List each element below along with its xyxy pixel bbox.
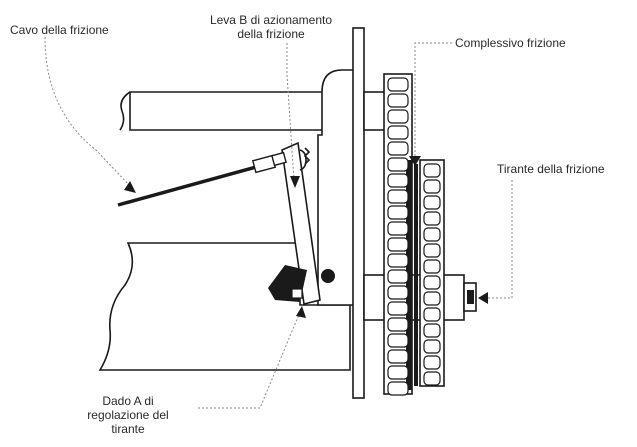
arrow-head-icon (124, 181, 136, 193)
leader-assembly (414, 42, 452, 160)
chain-link (387, 349, 409, 364)
chain-link (423, 243, 441, 258)
lever-b (281, 141, 321, 305)
label-assembly: Complessivo frizione (455, 36, 566, 50)
chain-link (423, 275, 441, 290)
chain-link (387, 93, 409, 108)
label-nut-line1: Dado A di (102, 394, 154, 408)
chain-link (423, 371, 441, 386)
chain-link (423, 323, 441, 338)
label-lever: Leva B di azionamento della frizione (178, 13, 364, 41)
chain-link (387, 285, 409, 300)
chain-link (387, 269, 409, 284)
arrow-head-icon (296, 306, 306, 318)
chain-link (387, 125, 409, 140)
chain-link (387, 333, 409, 348)
chain-link (387, 173, 409, 188)
label-nut-line3: tirante (111, 422, 145, 436)
chain-link (423, 339, 441, 354)
arrow-head-icon (409, 156, 421, 166)
chain-link (387, 141, 409, 156)
label-nut-line2: regolazione del (87, 408, 169, 422)
chain-link (387, 381, 409, 396)
leader-nut (198, 311, 301, 409)
chain-link (423, 195, 441, 210)
chain-link (387, 205, 409, 220)
chain-link (423, 291, 441, 306)
arrow-head-icon (290, 176, 300, 188)
label-lever-line1: Leva B di azionamento (209, 13, 333, 27)
chain-link (387, 253, 409, 268)
chain-link (423, 307, 441, 322)
chain-link (423, 355, 441, 370)
chain-link (387, 237, 409, 252)
chain-links-right (423, 163, 441, 386)
clutch-cable (117, 151, 287, 207)
chain-link (387, 365, 409, 380)
leader-lever (286, 43, 295, 181)
leader-cable (44, 36, 131, 187)
leader-rod (485, 180, 513, 299)
chain-link (387, 77, 409, 92)
chain-link (387, 301, 409, 316)
chain-links-left (387, 77, 409, 396)
chain-link (423, 179, 441, 194)
label-rod: Tirante della frizione (497, 162, 605, 176)
chain-link (387, 109, 409, 124)
chain-link (387, 221, 409, 236)
chain-link (423, 163, 441, 178)
chain-link (387, 317, 409, 332)
nut-a (268, 265, 307, 302)
label-cable: Cavo della frizione (10, 23, 109, 37)
arrow-head-icon (478, 292, 488, 304)
bracket-housing (317, 69, 357, 306)
chain-link (423, 211, 441, 226)
label-lever-line2: della frizione (237, 27, 305, 41)
upper-shaft (119, 91, 336, 131)
chain-link (423, 259, 441, 274)
chain-link (387, 189, 409, 204)
label-nut: Dado A di regolazione del tirante (58, 394, 198, 436)
chain-link (423, 227, 441, 242)
mounting-plate (352, 27, 365, 399)
chain-link (387, 157, 409, 172)
